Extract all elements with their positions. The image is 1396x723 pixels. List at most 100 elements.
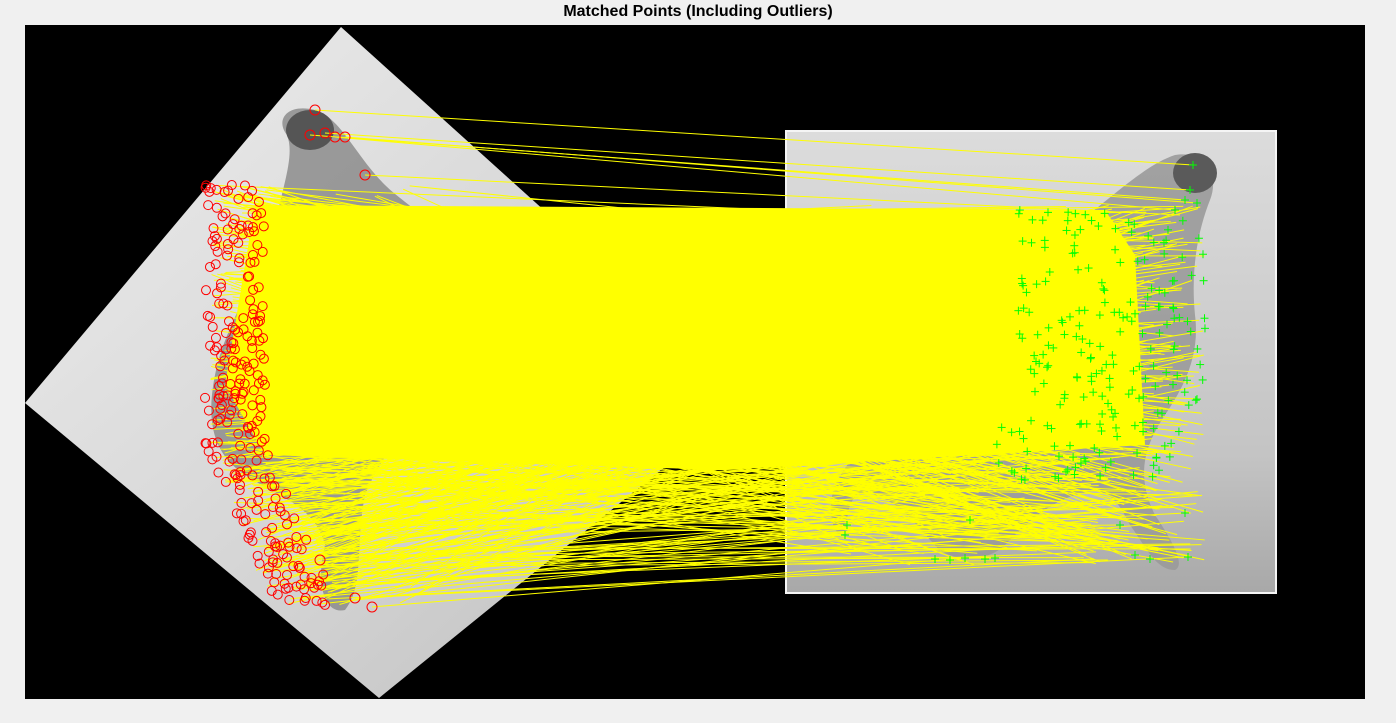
right-feature-marker (931, 555, 939, 563)
left-feature-marker (234, 485, 245, 496)
left-feature-marker (208, 223, 219, 234)
right-feature-marker (1112, 423, 1121, 432)
left-feature-marker (210, 259, 221, 270)
left-feature-marker (216, 400, 227, 411)
left-feature-marker (237, 229, 248, 240)
right-feature-marker (1126, 298, 1135, 307)
left-feature-marker (211, 233, 222, 244)
right-feature-marker (1155, 328, 1164, 337)
match-line (334, 136, 1176, 211)
image-axes[interactable] (25, 25, 1365, 699)
left-feature-marker (203, 446, 214, 457)
right-feature-marker (1056, 400, 1065, 409)
left-feature-marker (217, 211, 228, 222)
left-feature-marker (227, 453, 238, 464)
right-feature-marker (1174, 427, 1183, 436)
left-feature-marker (304, 129, 316, 141)
right-feature-marker (1148, 472, 1157, 481)
left-feature-marker (224, 456, 235, 467)
left-feature-marker (272, 557, 283, 568)
right-feature-marker (1130, 220, 1139, 229)
left-feature-marker (202, 310, 213, 321)
left-feature-marker (224, 316, 235, 327)
right-feature-marker (1039, 350, 1048, 359)
right-feature-marker (1193, 199, 1201, 207)
right-feature-marker (1015, 427, 1024, 436)
right-feature-marker (1116, 258, 1125, 267)
left-feature-marker (248, 284, 259, 295)
left-feature-marker (245, 257, 256, 268)
left-feature-marker (263, 562, 274, 573)
left-feature-marker (215, 282, 226, 293)
right-feature-marker (981, 555, 989, 563)
right-feature-marker (1196, 360, 1205, 369)
right-feature-marker (1180, 388, 1189, 397)
right-feature-marker (1043, 421, 1052, 430)
right-feature-marker (1102, 360, 1111, 369)
right-feature-marker (1014, 306, 1023, 315)
right-feature-marker (1160, 249, 1169, 258)
left-feature-marker (238, 313, 249, 324)
left-feature-marker (243, 192, 254, 203)
right-feature-marker (1071, 463, 1080, 472)
right-feature-marker (1123, 312, 1132, 321)
match-line (309, 499, 978, 591)
right-feature-marker (1028, 215, 1037, 224)
right-feature-marker (1060, 330, 1069, 339)
match-line (271, 445, 1070, 580)
right-feature-marker (1151, 382, 1160, 391)
right-feature-marker (1023, 447, 1032, 456)
right-feature-marker (1033, 330, 1042, 339)
right-feature-marker (1128, 386, 1137, 395)
right-feature-marker (1105, 383, 1114, 392)
left-feature-marker (242, 361, 253, 372)
left-feature-marker (211, 184, 222, 195)
right-feature-marker (1098, 392, 1107, 401)
match-line (324, 132, 1191, 191)
right-feature-marker (1058, 318, 1067, 327)
right-feature-marker (1077, 348, 1086, 357)
left-feature-marker (205, 311, 216, 322)
right-feature-marker (1181, 509, 1189, 517)
left-feature-marker (220, 327, 231, 338)
left-feature-marker (209, 345, 220, 356)
right-feature-marker (1143, 292, 1152, 301)
right-feature-marker (1139, 392, 1148, 401)
right-feature-marker (1149, 461, 1158, 470)
left-feature-marker (242, 331, 253, 342)
right-feature-marker (1107, 405, 1116, 414)
left-feature-marker (249, 316, 260, 327)
left-feature-marker (251, 455, 262, 466)
right-feature-marker (1039, 379, 1048, 388)
right-feature-marker (1159, 238, 1168, 247)
left-feature-marker (252, 327, 263, 338)
left-feature-marker (253, 486, 264, 497)
right-feature-marker (1110, 308, 1119, 317)
left-feature-marker (264, 472, 275, 483)
left-feature-marker (256, 402, 267, 413)
right-feature-marker (1167, 439, 1176, 448)
match-line (314, 109, 1194, 166)
right-feature-marker (1109, 412, 1118, 421)
right-feature-marker (1169, 345, 1178, 354)
right-feature-marker (1022, 288, 1031, 297)
left-feature-marker (293, 560, 304, 571)
right-feature-marker (1065, 312, 1074, 321)
right-feature-marker (1129, 366, 1138, 375)
right-feature-marker (1200, 324, 1209, 333)
right-feature-marker (1069, 453, 1078, 462)
right-feature-marker (1076, 459, 1085, 468)
right-feature-marker (1072, 372, 1081, 381)
left-feature-marker (282, 519, 293, 530)
right-feature-marker (1164, 396, 1173, 405)
right-feature-marker (1044, 341, 1053, 350)
left-feature-marker (247, 309, 258, 320)
left-feature-marker (266, 585, 277, 596)
right-feature-marker (1087, 377, 1096, 386)
left-feature-marker (314, 554, 326, 566)
left-feature-marker (238, 516, 249, 527)
left-feature-marker (255, 394, 266, 405)
left-feature-marker (215, 278, 226, 289)
right-feature-marker (1171, 206, 1179, 214)
matched-points-plot (25, 27, 1277, 698)
